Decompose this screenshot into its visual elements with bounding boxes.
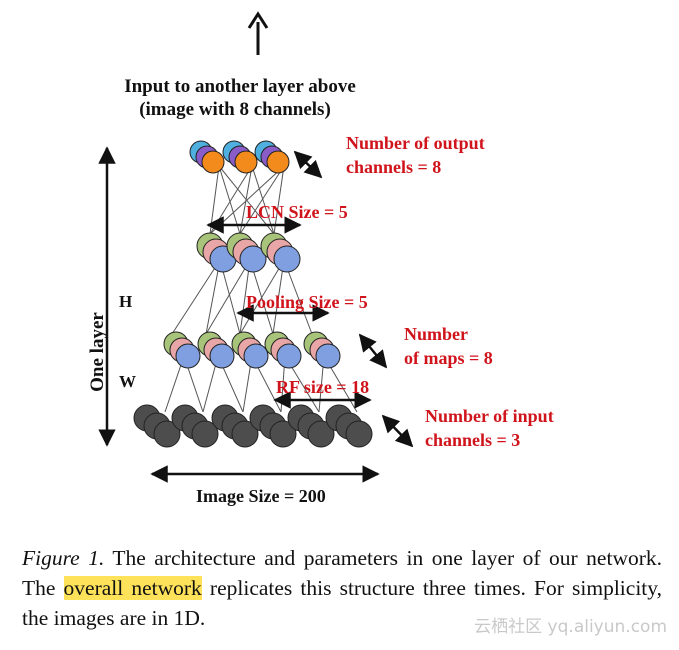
output-channels-label-2: channels = 8 [346,157,441,177]
input-neuron [231,420,259,448]
output-neuron [234,150,258,174]
map-neuron [209,343,235,369]
input-channels-label-2: channels = 3 [425,430,520,450]
map-neuron [276,343,302,369]
pool-neuron [239,245,267,273]
connection-line [205,259,251,335]
rf-size-label: RF size = 18 [276,377,369,397]
connection-line [205,259,221,335]
neuron-grid [133,140,373,448]
one-layer-label: One layer [87,312,108,392]
lcn-size-label: LCN Size = 5 [246,202,348,222]
h-label: H [119,292,132,311]
input-channels-label-1: Number of input [425,406,554,426]
input-neuron [191,420,219,448]
figure-caption: Figure 1. The architecture and parameter… [22,543,662,633]
pool-neuron [273,245,301,273]
image-size-label: Image Size = 200 [196,486,326,506]
input-neuron [307,420,335,448]
maps-depth-arrow [358,333,388,369]
maps-label-2: of maps = 8 [404,348,493,368]
heading-line-1: Input to another layer above [124,76,356,97]
caption-text-1: The architecture and parameters in one l… [22,546,663,600]
input-depth-arrow [381,414,414,448]
pooling-size-label: Pooling Size = 5 [246,292,368,312]
output-channels-label-1: Number of output [346,133,485,153]
highlighted-text[interactable]: overall network [63,576,202,600]
map-neuron [243,343,269,369]
input-neuron [153,420,181,448]
up-arrow [247,11,269,55]
output-neuron [201,150,225,174]
watermark: 云栖社区 yq.aliyun.com [474,617,667,637]
figure-label: Figure 1. [22,546,105,570]
caption-text-2: replicates this structure three times. F… [22,576,662,630]
input-neuron [345,420,373,448]
map-neuron [315,343,341,369]
output-neuron [266,150,290,174]
heading-line-2: (image with 8 channels) [139,99,331,120]
input-neuron [269,420,297,448]
maps-label-1: Number [404,324,468,344]
architecture-diagram: Input to another layer above (image with… [87,11,554,506]
output-depth-arrow [293,150,323,179]
map-neuron [175,343,201,369]
w-label: W [119,372,136,391]
connection-line [171,259,221,335]
